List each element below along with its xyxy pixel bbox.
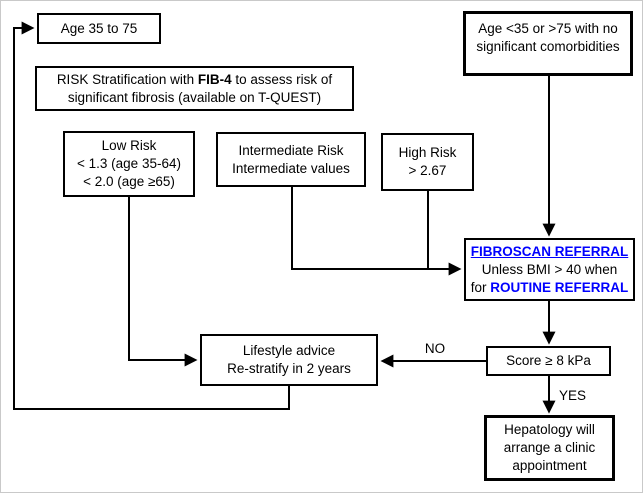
node-intermediate-risk-title: Intermediate Risk bbox=[238, 142, 344, 158]
node-lifestyle-advice: Lifestyle advice Re-stratify in 2 years bbox=[200, 334, 378, 386]
node-age-35-75: Age 35 to 75 bbox=[37, 13, 161, 44]
node-hepatology: Hepatology will arrange a clinic appoint… bbox=[484, 415, 615, 481]
edge-low-risk-to-lifestyle bbox=[128, 197, 198, 367]
node-risk-stratification-line-1: RISK Stratification with FIB-4 to assess… bbox=[57, 71, 332, 89]
risk-strat-text-suffix: to assess risk of bbox=[231, 71, 333, 87]
node-low-risk: Low Risk < 1.3 (age 35-64) < 2.0 (age ≥6… bbox=[63, 131, 195, 197]
node-low-risk-criteria-2: < 2.0 (age ≥65) bbox=[83, 174, 175, 189]
routine-referral-bold: ROUTINE REFERRAL bbox=[490, 279, 629, 295]
node-age-exception: Age <35 or >75 with no significant comor… bbox=[463, 11, 633, 76]
node-high-risk-title: High Risk bbox=[398, 145, 457, 160]
risk-strat-text: RISK Stratification with bbox=[56, 71, 198, 87]
node-fibroscan-referral: FIBROSCAN REFERRAL Unless BMI > 40 when … bbox=[464, 238, 635, 301]
node-low-risk-criteria-1: < 1.3 (age 35-64) bbox=[77, 156, 181, 171]
node-risk-stratification: RISK Stratification with FIB-4 to assess… bbox=[35, 66, 354, 111]
node-hepatology-line-3: appointment bbox=[512, 458, 587, 473]
node-age-exception-line-2: significant comorbidities bbox=[476, 39, 620, 54]
node-lifestyle-advice-line-1: Lifestyle advice bbox=[242, 343, 336, 358]
edge-label-yes: YES bbox=[557, 387, 589, 405]
node-score-check: Score ≥ 8 kPa bbox=[486, 346, 611, 376]
node-score-check-label: Score ≥ 8 kPa bbox=[506, 353, 591, 368]
node-fibroscan-referral-title: FIBROSCAN REFERRAL bbox=[470, 243, 629, 259]
node-risk-stratification-line-2: significant fibrosis (available on T-QUE… bbox=[67, 89, 322, 105]
edge-lifestyle-loop-to-age bbox=[13, 21, 290, 410]
node-fibroscan-referral-line-3: for ROUTINE REFERRAL bbox=[471, 279, 629, 297]
node-fibroscan-referral-line-2: Unless BMI > 40 when bbox=[481, 261, 618, 277]
node-intermediate-risk: Intermediate Risk Intermediate values bbox=[216, 132, 366, 187]
node-age-exception-line-1: Age <35 or >75 with no bbox=[478, 21, 618, 36]
risk-strat-fib4-bold: FIB-4 bbox=[197, 71, 232, 87]
node-high-risk-criteria: > 2.67 bbox=[408, 163, 447, 178]
edge-intermediate-to-fibroscan bbox=[291, 187, 462, 276]
node-high-risk: High Risk > 2.67 bbox=[381, 133, 474, 191]
node-low-risk-title: Low Risk bbox=[101, 138, 157, 153]
edge-label-no: NO bbox=[415, 340, 455, 358]
node-age-35-75-label: Age 35 to 75 bbox=[60, 20, 138, 36]
node-hepatology-line-1: Hepatology will bbox=[504, 422, 595, 437]
fibroscan-for-text: for bbox=[470, 279, 491, 295]
node-hepatology-line-2: arrange a clinic bbox=[503, 440, 596, 455]
node-intermediate-risk-criteria: Intermediate values bbox=[232, 160, 350, 176]
node-lifestyle-advice-line-2: Re-stratify in 2 years bbox=[227, 361, 351, 376]
